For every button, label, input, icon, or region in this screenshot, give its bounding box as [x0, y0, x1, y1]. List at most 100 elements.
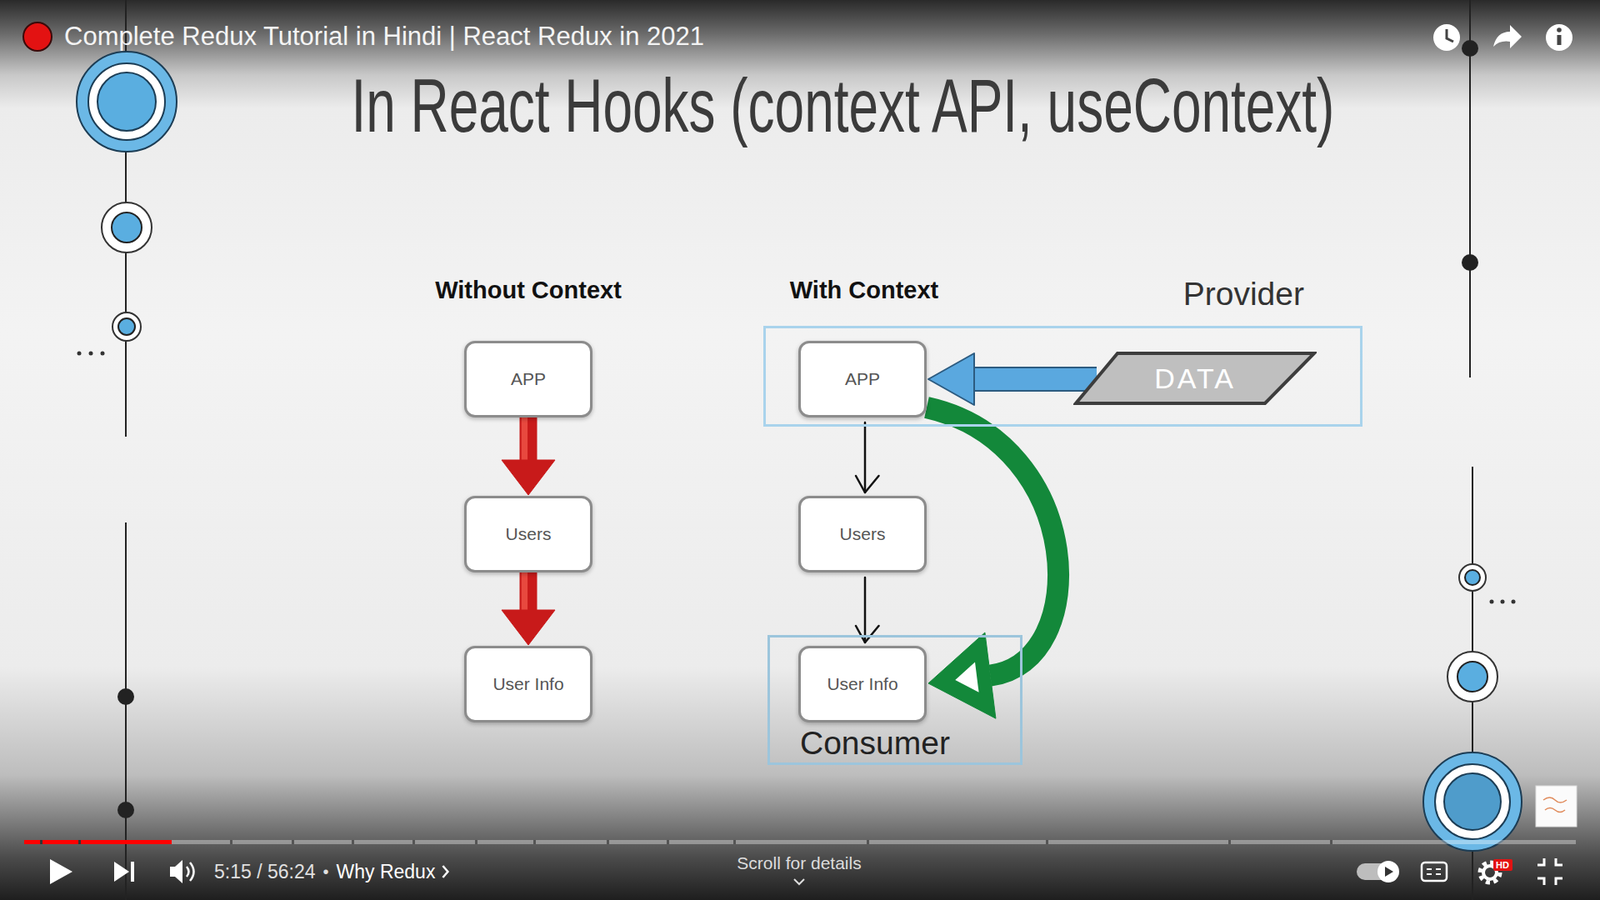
timeline-circle — [101, 202, 152, 253]
arrow-highlight — [521, 417, 528, 460]
arrow-head — [501, 460, 555, 495]
timeline-circle — [1459, 564, 1486, 591]
component-box: APP — [464, 340, 593, 418]
captions-glyph — [1426, 869, 1441, 875]
timeline-dot — [1461, 40, 1479, 57]
chapter-gap — [606, 840, 610, 845]
slide-title: In React Hooks (context API, useContext) — [350, 63, 1335, 150]
next-icon — [130, 861, 135, 882]
ellipsis-dot — [77, 351, 82, 356]
box-label: APP — [510, 369, 546, 390]
red-connector — [501, 572, 555, 645]
timeline-circle — [111, 212, 142, 243]
box-label: Users — [840, 524, 886, 545]
timeline-circle — [1435, 764, 1510, 840]
autoplay-knob — [1377, 860, 1400, 883]
ellipsis-dot — [1500, 600, 1505, 605]
scroll-chevron — [794, 879, 805, 885]
timeline-circle — [118, 318, 135, 335]
captions-icon — [1421, 862, 1447, 881]
arrow-head-inner — [955, 662, 979, 693]
watch-later-icon — [1433, 24, 1460, 51]
timeline-circle — [1465, 570, 1480, 585]
chapter-gap — [1045, 840, 1049, 845]
exit-fullscreen-icon — [1537, 858, 1563, 885]
component-box: Users — [798, 495, 927, 573]
component-box: User Info — [798, 645, 927, 723]
separator-dot: • — [323, 862, 330, 882]
hd-badge: HD — [1495, 860, 1510, 871]
arrow-shaft — [520, 417, 538, 460]
chapter-gap — [40, 840, 43, 845]
box-label: User Info — [492, 674, 564, 695]
timeline-circle — [1423, 752, 1522, 851]
arrow-shaft — [520, 572, 538, 610]
timeline-dot — [117, 801, 135, 819]
chapter-gap — [733, 840, 736, 845]
info-glyph — [1557, 35, 1562, 45]
chapter-gap — [291, 840, 295, 845]
data-parallelogram: DATA — [1073, 351, 1317, 405]
chapter-gap — [666, 840, 670, 845]
arrow-outline — [974, 366, 1097, 392]
chapter-gap — [475, 840, 478, 845]
clock-hands — [1446, 29, 1454, 42]
scroll-hint: Scroll for details — [736, 853, 861, 874]
arrow-head — [855, 475, 880, 493]
region-heading: Provider — [1183, 276, 1305, 313]
region-heading: Consumer — [800, 726, 950, 760]
timeline-circle — [1457, 661, 1488, 692]
record-dot — [23, 22, 52, 51]
share-icon — [1493, 25, 1522, 49]
arrow-shaft — [974, 368, 1097, 390]
hand-connector — [855, 422, 880, 493]
arrow-head — [855, 625, 880, 643]
column-heading: Without Context — [435, 276, 622, 305]
chapter-gap — [1228, 840, 1231, 845]
arrow-head — [928, 632, 996, 719]
ellipsis-dot — [89, 351, 94, 356]
component-box: Users — [464, 495, 593, 573]
next-icon — [114, 861, 130, 882]
timeline-circle — [97, 72, 156, 131]
ellipsis-dot — [1511, 600, 1516, 605]
timeline-circle — [88, 63, 165, 140]
parallelogram-outline — [1075, 353, 1315, 404]
provider-region: ProviderAPPDATA — [763, 325, 1363, 427]
box-label: Users — [505, 524, 552, 545]
volume-icon — [170, 860, 183, 884]
timeline-circle — [76, 51, 177, 152]
arrow-shaft — [864, 422, 867, 493]
chapter-gap — [866, 840, 870, 845]
hd-badge-bg — [1493, 859, 1513, 871]
red-connector — [501, 417, 555, 495]
consumer-region: ConsumerUser Info — [767, 635, 1023, 765]
info-glyph — [1556, 27, 1562, 33]
channel-watermark — [1535, 785, 1577, 827]
timeline-dot — [117, 688, 135, 705]
green-connector — [926, 407, 1059, 719]
autoplay-play — [1385, 866, 1394, 877]
chapter-gap — [78, 840, 81, 845]
timeline-circle — [1444, 773, 1501, 830]
ellipsis-dot — [1490, 600, 1495, 605]
component-box: APP — [798, 340, 927, 418]
timeline-dot — [1461, 254, 1479, 271]
chapter-chevron — [442, 865, 448, 878]
info-icon — [1545, 24, 1573, 51]
volume-waves — [186, 862, 195, 881]
blue-connector — [928, 353, 1097, 405]
arrow-head — [501, 610, 555, 645]
component-box: User Info — [464, 645, 593, 723]
watermark-scribble — [1543, 797, 1567, 813]
arrow-highlight — [521, 572, 528, 610]
hand-connector — [855, 577, 880, 643]
time-display: 5:15 / 56:24 — [214, 860, 316, 883]
progress-played — [24, 840, 172, 845]
chapter-gap — [230, 840, 233, 845]
play-icon — [50, 859, 73, 885]
chapter-gap — [1330, 840, 1333, 845]
data-label: DATA — [1154, 362, 1236, 395]
box-label: APP — [845, 369, 880, 390]
